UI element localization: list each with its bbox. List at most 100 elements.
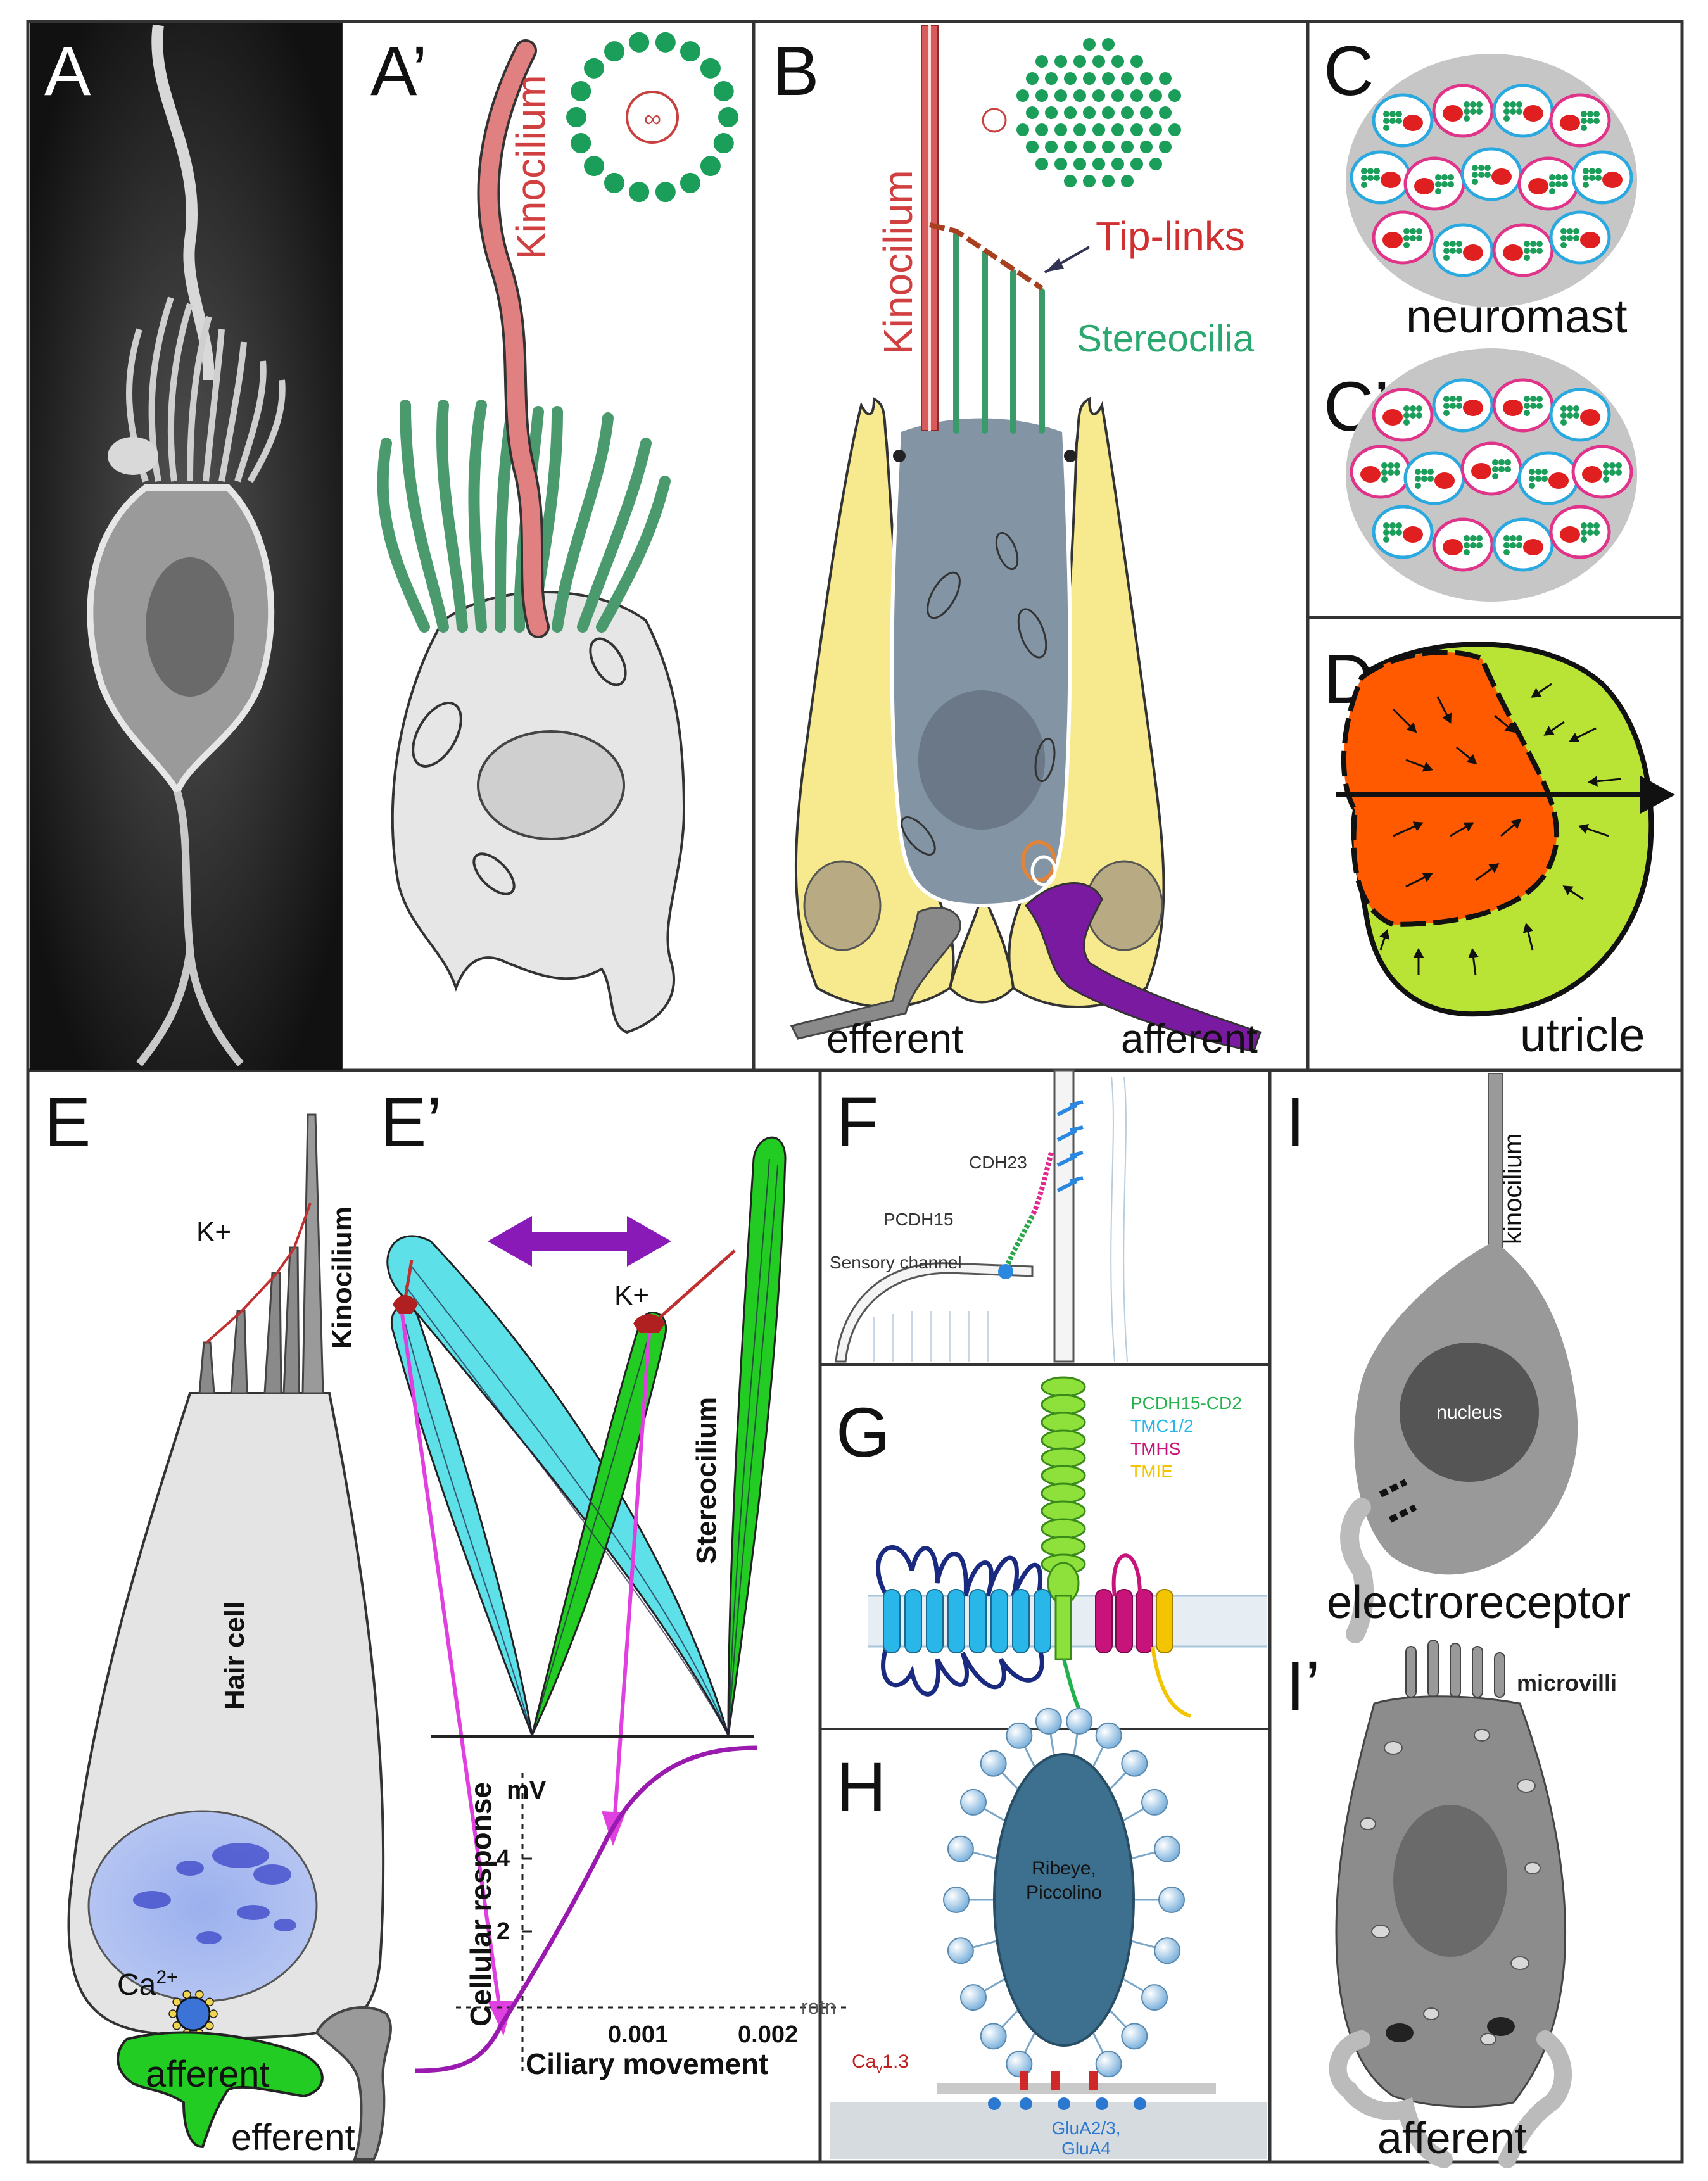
synaptic-ribbon-body — [993, 1753, 1135, 2047]
stereocilium-dot — [1593, 529, 1600, 536]
stereocilium-dot — [1416, 405, 1422, 412]
cadherin-repeat — [1041, 1394, 1086, 1415]
tmc-helix — [969, 1589, 987, 1653]
kinocilium-label: Kinocilium — [327, 1206, 358, 1349]
cadherin-repeat — [1041, 1482, 1086, 1504]
neuromast-hair-cell — [1350, 150, 1412, 205]
stereocilium-dot — [1464, 549, 1470, 555]
nucleus-chromatin — [133, 1843, 296, 1944]
efferent-label: efferent — [231, 2117, 355, 2158]
sem-cell-shade — [146, 557, 234, 697]
cilium-striations — [405, 1158, 778, 1736]
stereocilium-dot — [1505, 466, 1511, 472]
stereocilium-dot — [1595, 175, 1602, 181]
pcdh15-strand — [1004, 1215, 1035, 1268]
stereocilium-dot — [1535, 469, 1541, 475]
stereocilium-dot — [1367, 168, 1374, 174]
neuromast-hair-cell — [1372, 388, 1434, 442]
synaptic-vesicle — [1066, 1707, 1093, 1735]
polarity-arrowhead — [1488, 863, 1500, 873]
cross-section-9plus2: ∞ — [626, 91, 679, 144]
stereocilium-dot — [1492, 459, 1498, 465]
microtubule-dot — [655, 182, 676, 203]
cav-label: Cav1.3 — [852, 2051, 909, 2076]
stereocilium-dot — [1535, 476, 1541, 482]
utricle-orange-region — [1341, 650, 1560, 928]
pcdh15-ectodomain — [1041, 1376, 1086, 1605]
stereocilium-dot — [1410, 412, 1416, 419]
neuromast-cells-prime — [1350, 378, 1633, 572]
stereocilium-dot — [1026, 72, 1039, 85]
stereocilium-dot — [1016, 89, 1029, 102]
stereocilium-dot — [1441, 181, 1448, 187]
stereocilium-dot — [1505, 459, 1511, 465]
stereocilium-dot — [1516, 535, 1522, 541]
kinocilium-dot — [1582, 466, 1602, 483]
stereocilium-dot — [1555, 181, 1562, 187]
cadherin-repeat — [1041, 1465, 1086, 1486]
polarity-arrowhead — [1543, 726, 1555, 736]
y-tick-2: 2 — [497, 1918, 510, 1945]
panel-f: F CDH23 PCDH15 Sensory channel — [830, 1069, 1128, 1363]
synaptic-vesicle — [980, 1750, 1007, 1777]
stereocilium-dot — [1603, 476, 1609, 483]
cav-rest: 1.3 — [882, 2051, 909, 2072]
stereocilium-dot — [1567, 235, 1573, 241]
axis-arrowhead — [1640, 776, 1675, 814]
synaptic-vesicle — [959, 1788, 987, 1816]
stereocilium-dot — [1583, 175, 1589, 181]
polarity-arrowhead — [1531, 688, 1542, 698]
short-stereocilium — [835, 1262, 1034, 1363]
cadherin-repeat — [1041, 1376, 1086, 1398]
stereocilium-dot — [1470, 108, 1476, 115]
tmc-helix — [947, 1589, 965, 1653]
synaptic-vesicle — [943, 1887, 970, 1913]
synaptic-vesicle — [1095, 1722, 1122, 1749]
stereocilium-dot — [1403, 405, 1410, 412]
neuromast-hair-cell — [1460, 147, 1522, 201]
sem-kinocilium — [151, 24, 215, 381]
x-unit: rotn — [801, 1995, 836, 2018]
stereocilium-dot — [1102, 38, 1115, 51]
panel-i-prime: I’ microvilli afferent — [1286, 1640, 1617, 2168]
x-tick-0002: 0.002 — [738, 2021, 798, 2048]
k-plus-label: K+ — [196, 1217, 231, 1248]
cdh23-strand — [1030, 1152, 1054, 1217]
synaptic-vesicle — [947, 1835, 974, 1862]
afferent-terminals — [1329, 2030, 1572, 2168]
stereocilium-dot — [1394, 469, 1400, 476]
panel-e-prime: E’ K+ Stereocilium — [380, 1084, 849, 2080]
stereocilium-dot — [1476, 108, 1483, 115]
polarity-arrowhead — [1463, 822, 1474, 832]
stereocilium-dot — [1510, 535, 1516, 541]
stereocilium-dot — [1073, 123, 1086, 136]
y-unit: mV — [507, 1776, 547, 1804]
tmc-helix — [1012, 1589, 1030, 1653]
tmc-helix — [904, 1589, 922, 1653]
tmhs-helix — [1136, 1589, 1153, 1653]
stereocilium-dot — [1541, 469, 1548, 475]
kinocilium-dot — [1580, 232, 1600, 248]
double-headed-arrow — [488, 1216, 671, 1267]
legend-entry: TMHS — [1130, 1439, 1180, 1458]
legend-entry: PCDH15-CD2 — [1130, 1393, 1242, 1413]
cav-text: Ca — [852, 2051, 876, 2072]
stereocilium-dot — [1529, 476, 1535, 482]
glu-label-1: GluA2/3, — [1052, 2118, 1121, 2138]
nucleus — [477, 730, 625, 840]
panel-e: E Hair cell Kinocilium K+ Ca2+ afferen — [44, 1084, 392, 2161]
stereocilium-dot — [1581, 125, 1587, 131]
stereocilium-dot — [1470, 101, 1476, 108]
neuromast-hair-cell — [1372, 505, 1434, 559]
stereocilium-dot — [1573, 235, 1579, 241]
neuromast-hair-cell — [1403, 156, 1465, 211]
synaptic-vesicle — [1158, 1887, 1185, 1913]
tip-links-label: Tip-links — [1096, 213, 1245, 259]
stereocilium-dot — [1111, 123, 1124, 136]
tmhs-helix — [1115, 1589, 1133, 1653]
stereocilium-dot — [1416, 235, 1422, 241]
sensory-channel — [998, 1264, 1013, 1279]
stereocilium-dot — [1583, 168, 1589, 174]
kinocilium-dot — [1403, 115, 1423, 131]
panel-label-h: H — [836, 1748, 886, 1826]
